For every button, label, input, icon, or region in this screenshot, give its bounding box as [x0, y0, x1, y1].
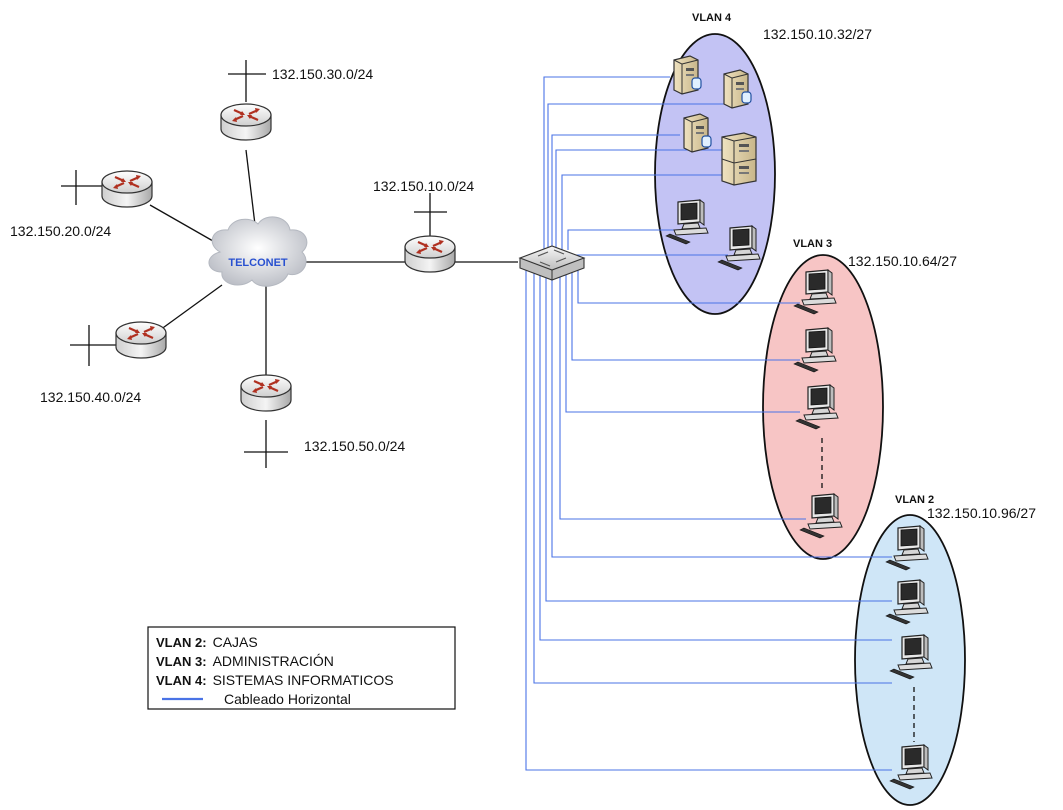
router-icon[interactable] [221, 104, 271, 140]
net-label-40: 132.150.40.0/24 [40, 389, 141, 405]
vlan4-zone [655, 34, 775, 314]
legend-item-vlan4: VLAN 4:SISTEMAS INFORMATICOS [156, 672, 394, 688]
vlan3-title: VLAN 3 [793, 238, 832, 250]
vlan3-subnet: 132.150.10.64/27 [848, 253, 957, 269]
switch-icon[interactable] [520, 246, 584, 280]
server-icon[interactable] [674, 56, 701, 94]
net-label-50: 132.150.50.0/24 [304, 438, 405, 454]
vlan4-subnet: 132.150.10.32/27 [763, 26, 872, 42]
legend-cable-label: Cableado Horizontal [224, 691, 351, 707]
router-icon[interactable] [102, 171, 152, 207]
net-label-10: 132.150.10.0/24 [373, 178, 474, 194]
router-icon[interactable] [116, 322, 166, 358]
router-icon[interactable] [405, 236, 455, 272]
net-label-20: 132.150.20.0/24 [10, 223, 111, 239]
vlan4-title: VLAN 4 [692, 12, 732, 24]
legend-item-vlan3: VLAN 3:ADMINISTRACIÓN [156, 653, 334, 669]
legend: VLAN 2:CAJAS VLAN 3:ADMINISTRACIÓN VLAN … [148, 627, 455, 709]
server-icon[interactable] [724, 70, 751, 108]
net-label-30: 132.150.30.0/24 [272, 66, 373, 82]
cloud-icon [209, 217, 307, 286]
server-icon[interactable] [722, 133, 756, 185]
cloud-label: TELCONET [228, 257, 288, 269]
server-icon[interactable] [684, 114, 711, 152]
vlan2-subnet: 132.150.10.96/27 [927, 505, 1036, 521]
router-icon[interactable] [241, 375, 291, 411]
